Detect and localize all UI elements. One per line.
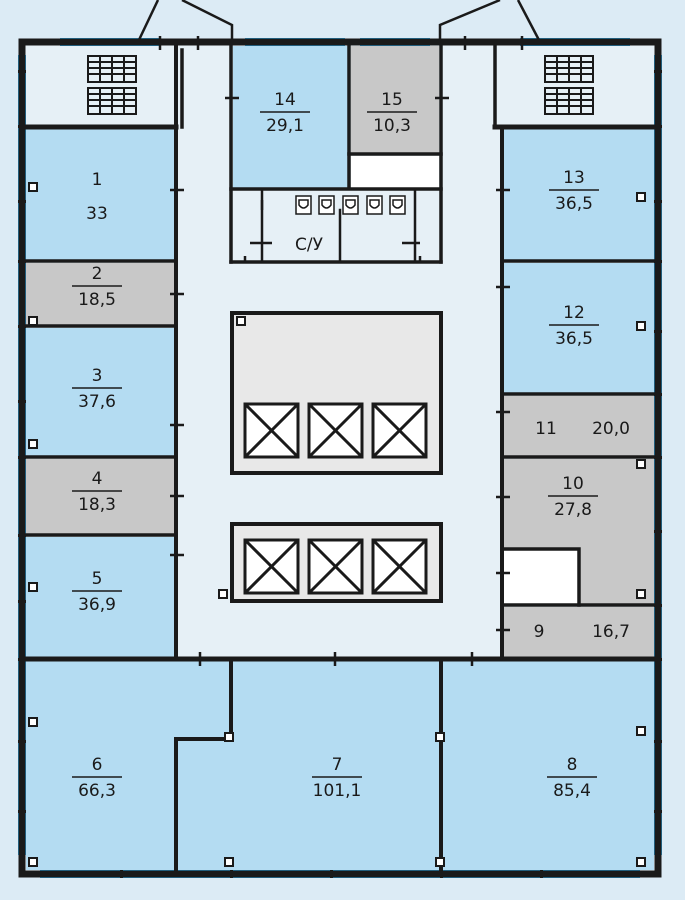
stairs-icon [87,55,137,115]
room-3-number: 3 [92,366,103,386]
elevator-icon [243,402,300,459]
room-6-number: 6 [92,755,103,775]
room-11-number: 11 [535,419,557,439]
elevator-icon [371,538,428,595]
room-11-area: 20,0 [592,419,630,439]
room-1-area: 33 [86,204,108,224]
shaft-15 [351,156,439,188]
room-1-number: 1 [92,170,103,190]
room-3-area: 37,6 [78,392,116,412]
room-13-area: 36,5 [555,194,593,214]
room-5-area: 36,9 [78,595,116,615]
room-5-number: 5 [92,569,103,589]
toilet-icon [389,195,406,215]
elevator-icon [307,402,364,459]
elevator-icon [243,538,300,595]
elevator-icon [307,538,364,595]
room-13-fill[interactable] [504,128,654,260]
room-2-number: 2 [92,264,103,284]
room-10-area: 27,8 [554,500,592,520]
room-1-fill[interactable] [26,128,174,260]
room-3-fill[interactable] [26,328,174,456]
room-14-number: 14 [274,90,296,110]
elevator-icon [371,402,428,459]
room-4-fill[interactable] [26,459,174,534]
room-12-area: 36,5 [555,329,593,349]
toilet-icon [295,195,312,215]
toilet-icon [366,195,383,215]
shaft-10 [504,549,579,604]
toilet-icon [318,195,335,215]
room-6-fill[interactable] [26,661,230,870]
stairs-icon [544,55,594,115]
room-15-number: 15 [381,90,403,110]
room-9-fill[interactable] [504,607,654,657]
room-10-number: 10 [562,474,584,494]
room-8-area: 85,4 [553,781,591,801]
room-4-number: 4 [92,469,103,489]
stair-hall-right [497,46,654,126]
room-8-fill[interactable] [443,661,654,870]
room-12-number: 12 [563,303,585,323]
room-2-area: 18,5 [78,290,116,310]
room-7-area: 101,1 [313,781,362,801]
room-5-fill[interactable] [26,537,174,657]
room-14-fill[interactable] [233,46,348,188]
room-9-number: 9 [534,622,545,642]
restroom-label: С/У [295,235,324,255]
room-7-fill[interactable] [178,661,440,870]
room-15-area: 10,3 [373,116,411,136]
room-11-fill[interactable] [504,396,654,456]
room-8-number: 8 [567,755,578,775]
room-13-number: 13 [563,168,585,188]
room-6-area: 66,3 [78,781,116,801]
room-14-area: 29,1 [266,116,304,136]
room-4-area: 18,3 [78,495,116,515]
room-7-number: 7 [332,755,343,775]
toilet-icon [342,195,359,215]
room-9-area: 16,7 [592,622,630,642]
room-12-fill[interactable] [504,263,654,393]
room-2-fill[interactable] [26,263,174,325]
room-15-fill[interactable] [351,46,439,153]
